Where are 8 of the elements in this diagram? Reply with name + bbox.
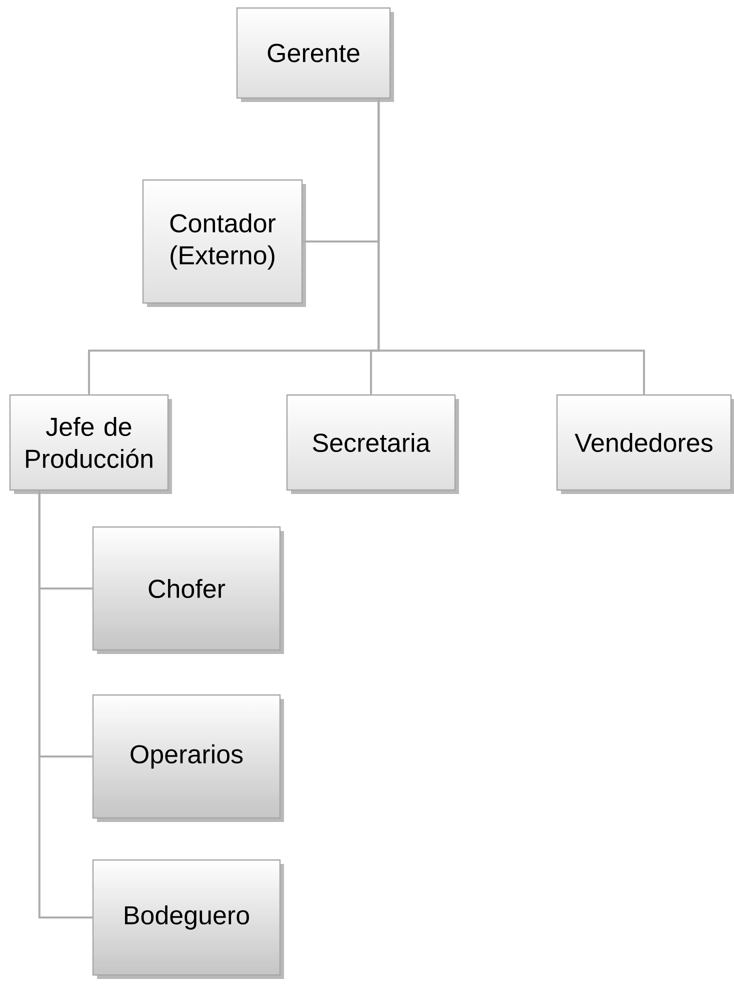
org-box: Jefe de Producción xyxy=(9,394,169,491)
org-box: Gerente xyxy=(236,7,391,99)
org-box: Secretaria xyxy=(286,394,456,491)
org-box: Operarios xyxy=(92,694,281,819)
org-box: Bodeguero xyxy=(92,859,281,976)
org-box: Chofer xyxy=(92,526,281,651)
org-box: Vendedores xyxy=(556,394,732,491)
org-box: Contador (Externo) xyxy=(142,179,303,304)
